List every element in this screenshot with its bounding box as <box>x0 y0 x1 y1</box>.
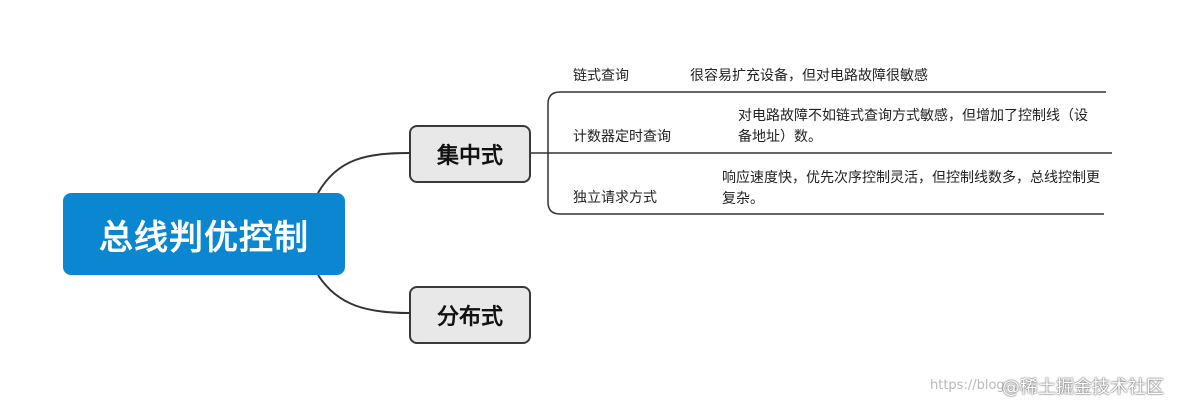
branch-desc-counter-query: 对电路故障不如链式查询方式敏感，但增加了控制线（设备地址）数。 <box>738 108 1088 145</box>
branch-desc-chain-query: 很容易扩充设备，但对电路故障很敏感 <box>690 68 928 84</box>
branch-label-independent-request: 独立请求方式 <box>573 190 657 206</box>
watermark-url: https://blog... <box>930 378 1018 393</box>
topic-label: 集中式 <box>436 144 503 169</box>
connector-root-distributed <box>317 274 410 314</box>
connector-root-centralized <box>317 152 410 194</box>
topic-centralized: 集中式 <box>409 125 531 183</box>
root-label: 总线判优控制 <box>99 217 309 258</box>
branch-label-chain-query: 链式查询 <box>573 68 629 84</box>
topic-label: 分布式 <box>436 305 503 330</box>
branch-label-counter-query: 计数器定时查询 <box>573 129 671 145</box>
topic-distributed: 分布式 <box>409 286 531 344</box>
root-node: 总线判优控制 <box>63 193 345 275</box>
watermark-brand: @稀土掘金技术社区 <box>1002 377 1164 398</box>
branch-desc-independent-request: 响应速度快，优先次序控制灵活，但控制线数多，总线控制更复杂。 <box>722 170 1100 207</box>
